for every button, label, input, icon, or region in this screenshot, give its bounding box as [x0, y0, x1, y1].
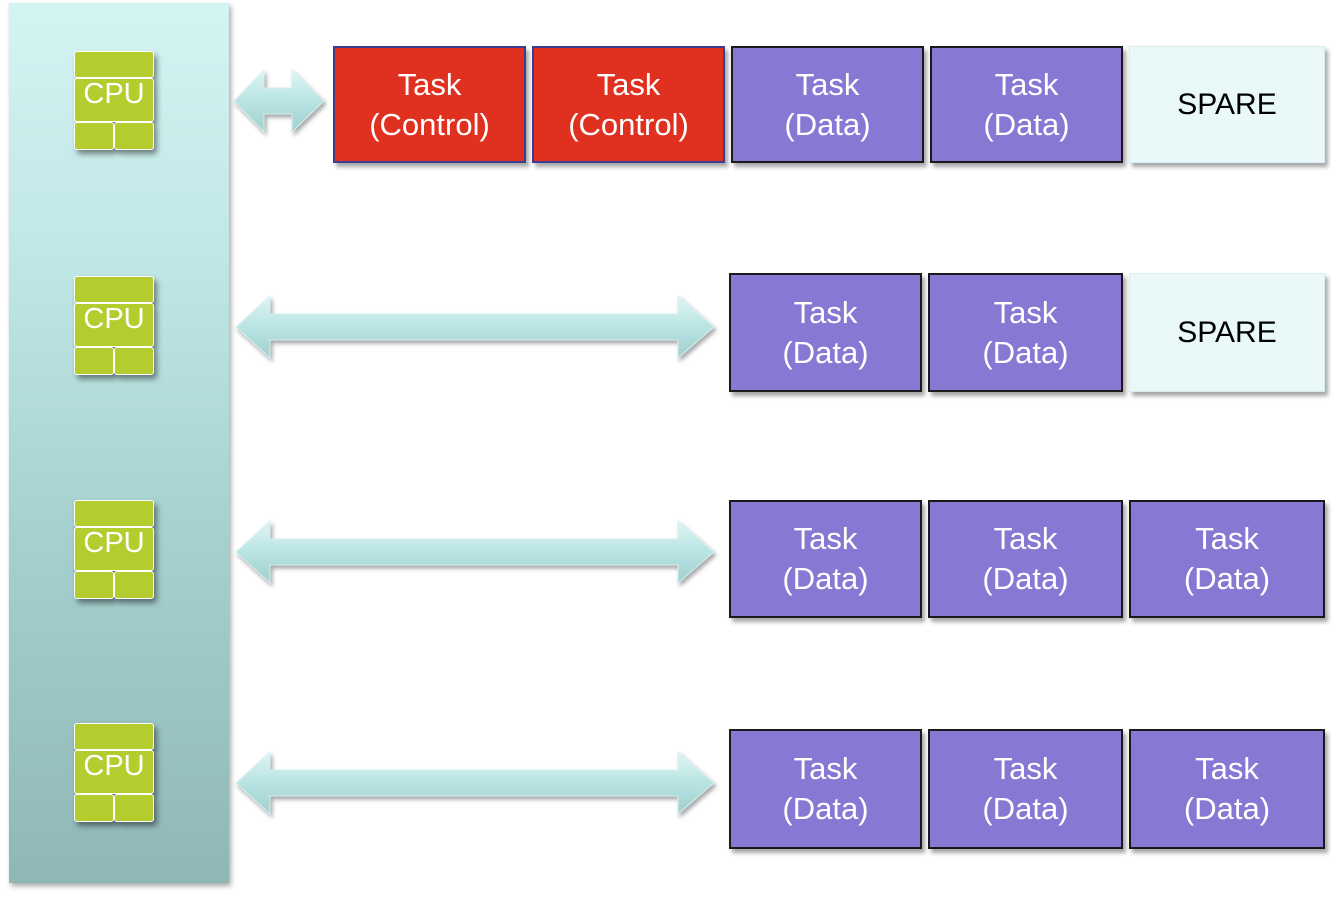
task-box-data: Task (Data)	[1129, 500, 1325, 618]
cpu-chip-icon: CPU	[74, 51, 154, 150]
cpu-label: CPU	[83, 750, 145, 782]
task-type: (Data)	[784, 106, 871, 142]
cpu-cell	[74, 78, 154, 122]
task-title: Task	[793, 294, 858, 330]
cpu-cell	[74, 303, 154, 347]
task-type: (Data)	[1183, 561, 1271, 596]
cpu-chip-icon: CPU	[74, 276, 154, 375]
cpu-cell	[114, 347, 154, 375]
task-type: (Data)	[982, 791, 1069, 826]
task-title: Task	[596, 66, 661, 102]
cpu-cell	[74, 276, 154, 303]
task-box-data: Task (Data)	[928, 729, 1123, 849]
cpu-cell	[74, 794, 114, 822]
task-type: (Data)	[982, 334, 1069, 370]
cpu-cell	[114, 571, 154, 599]
spare-box: SPARE	[1129, 273, 1325, 392]
task-box-data: Task (Data)	[930, 46, 1123, 163]
cpu-chip-icon: CPU	[74, 723, 154, 822]
task-box-control: Task (Control)	[333, 46, 526, 163]
task-type: (Data)	[982, 561, 1069, 596]
task-title: Task	[793, 751, 858, 786]
cpu-chip-icon: CPU	[74, 500, 154, 599]
task-box-control: Task (Control)	[532, 46, 725, 163]
double-arrow-icon	[235, 294, 715, 360]
task-title: Task	[993, 294, 1058, 330]
spare-label: SPARE	[1177, 315, 1277, 349]
cpu-label: CPU	[83, 78, 145, 110]
spare-label: SPARE	[1177, 87, 1277, 121]
task-type: (Data)	[1183, 791, 1271, 826]
cpu-cell	[114, 122, 154, 150]
task-type: (Data)	[782, 561, 869, 596]
task-title: Task	[993, 751, 1058, 786]
task-type: (Data)	[782, 791, 869, 826]
cpu-cell	[74, 122, 114, 150]
task-box-data: Task (Data)	[729, 273, 922, 392]
task-box-data: Task (Data)	[928, 500, 1123, 618]
cpu-label: CPU	[83, 303, 145, 335]
task-title: Task	[793, 521, 858, 556]
task-box-data: Task (Data)	[731, 46, 924, 163]
task-title: Task	[795, 66, 860, 102]
task-title: Task	[397, 66, 462, 102]
task-type: (Control)	[568, 106, 689, 142]
double-arrow-icon	[235, 519, 715, 585]
task-box-data: Task (Data)	[1129, 729, 1325, 849]
task-box-data: Task (Data)	[928, 273, 1123, 392]
cpu-cell	[114, 794, 154, 822]
task-box-data: Task (Data)	[729, 500, 922, 618]
spare-box: SPARE	[1129, 46, 1325, 163]
cpu-cell	[74, 527, 154, 571]
double-arrow-icon	[233, 68, 325, 134]
cpu-cell	[74, 500, 154, 527]
double-arrow-icon	[235, 750, 715, 816]
task-title: Task	[993, 521, 1058, 556]
task-title: Task	[1195, 751, 1259, 786]
task-type: (Data)	[782, 334, 869, 370]
cpu-cell	[74, 723, 154, 750]
task-box-data: Task (Data)	[729, 729, 922, 849]
cpu-cell	[74, 571, 114, 599]
task-type: (Control)	[369, 106, 490, 142]
cpu-label: CPU	[83, 527, 145, 559]
cpu-cell	[74, 347, 114, 375]
cpu-cell	[74, 51, 154, 78]
task-type: (Data)	[983, 106, 1070, 142]
cpu-cell	[74, 750, 154, 794]
task-title: Task	[1195, 521, 1259, 556]
task-title: Task	[994, 66, 1059, 102]
